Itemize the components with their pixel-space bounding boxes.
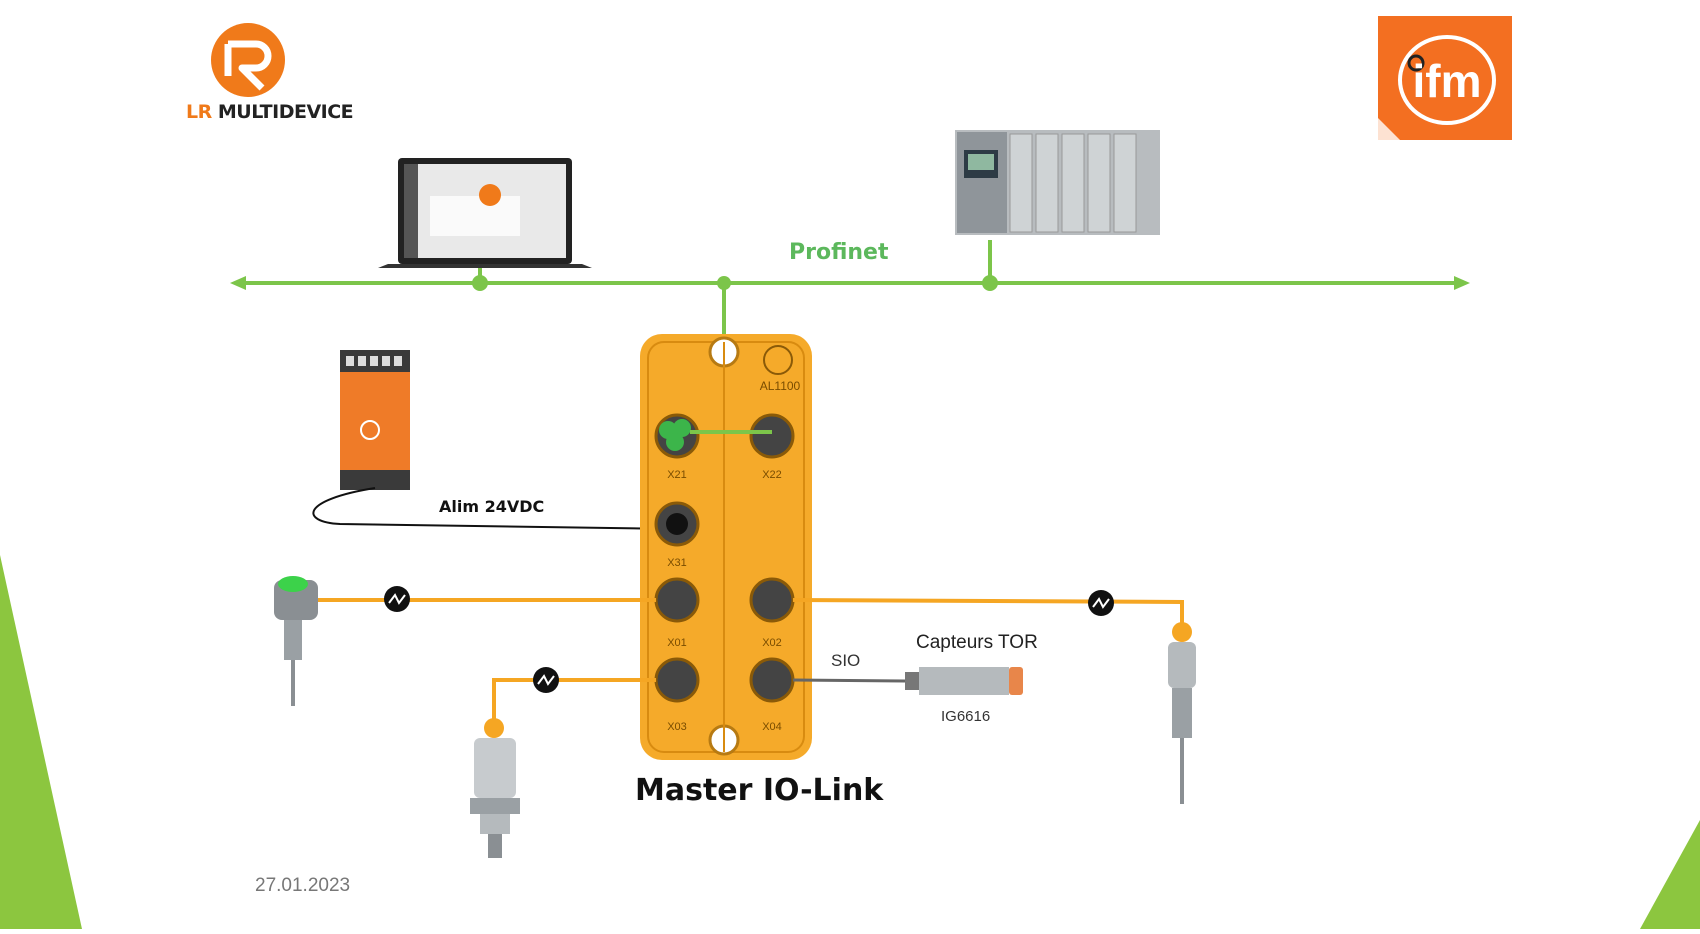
- power-label: Alim 24VDC: [439, 497, 545, 516]
- pressure-sensor-icon: [470, 718, 520, 858]
- sio-label: SIO: [831, 651, 861, 670]
- sio-cable: [792, 678, 906, 683]
- port-label-x04: X04: [762, 721, 782, 733]
- iolink-links: [318, 598, 1184, 725]
- power-supply-icon: [340, 350, 410, 490]
- level-sensor-icon: [274, 576, 318, 706]
- lr-logo-icon: [211, 23, 285, 97]
- lr-logo-prefix: LR: [186, 101, 212, 123]
- ifm-logo-icon: ifm: [1378, 16, 1512, 140]
- profinet-bus: [230, 240, 1470, 432]
- power-cable: [312, 487, 677, 530]
- profinet-label: Profinet: [789, 240, 889, 265]
- plc-icon: [955, 130, 1160, 235]
- port-label-x02: X02: [762, 637, 782, 649]
- ifm-logo-text: ifm: [1413, 55, 1482, 107]
- laptop-icon: [378, 158, 592, 268]
- tor-sensors-label: Capteurs TOR: [916, 632, 1038, 653]
- temperature-sensor-icon: [1168, 622, 1196, 804]
- lr-logo-name: MULTIDEVICE: [217, 101, 354, 123]
- port-label-x31: X31: [667, 557, 687, 569]
- green-corner-triangle-right: [1640, 820, 1700, 929]
- iolink-symbol-icon: [384, 586, 1114, 693]
- iolink-master-icon: AL1100 X21 X22 X31 X01 X02 X03 X04: [640, 334, 812, 760]
- tor-model-label: IG6616: [941, 708, 991, 725]
- port-label-x01: X01: [667, 637, 687, 649]
- footer-date: 27.01.2023: [255, 875, 351, 896]
- master-model-label: AL1100: [760, 379, 801, 393]
- port-label-x03: X03: [667, 721, 687, 733]
- port-label-x22: X22: [762, 469, 782, 481]
- lr-logo-text: LR MULTIDEVICE: [186, 101, 354, 123]
- green-corner-triangle-left: [0, 555, 82, 929]
- master-title: Master IO-Link: [635, 773, 884, 808]
- proximity-sensor-icon: [905, 667, 1023, 695]
- port-label-x21: X21: [667, 469, 687, 481]
